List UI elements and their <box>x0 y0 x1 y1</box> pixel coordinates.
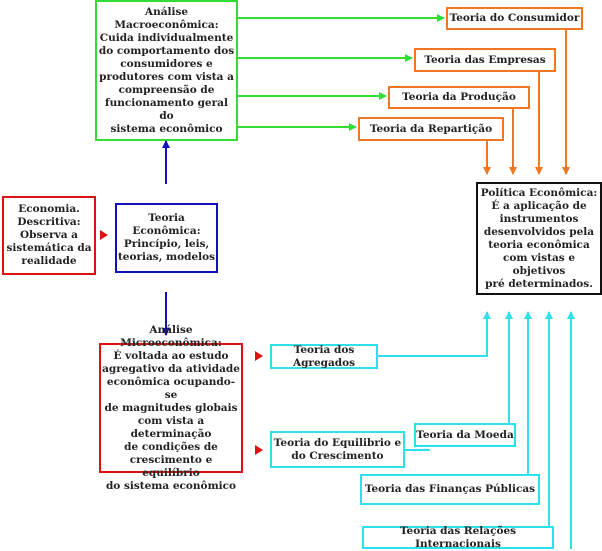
money-theory-label: Teoria da Moeda <box>416 428 514 441</box>
descriptive-economics-text: Economia. Descritiva: Observa a sistemát… <box>6 203 92 267</box>
economic-policy-text: Política Econômica: É a aplicação de ins… <box>480 186 598 290</box>
aggregates-theory-label: Teoria dos Agregados <box>292 343 356 369</box>
economic-theory-text: Teoria Econômica: Princípio, leis, teori… <box>117 212 216 263</box>
descriptive-economics-box: Economia. Descritiva: Observa a sistemát… <box>2 196 96 275</box>
distribution-theory-box: Teoria da Repartição <box>358 117 504 141</box>
firms-theory-box: Teoria das Empresas <box>414 48 556 72</box>
aggregates-theory-box: Teoria dos Agregados <box>270 344 378 369</box>
macroeconomic-analysis-text: Análise Macroeconômica: Cuida individual… <box>98 5 235 135</box>
money-theory-box: Teoria da Moeda <box>414 423 516 447</box>
economic-policy-box: Política Econômica: É a aplicação de ins… <box>476 182 602 295</box>
macroeconomic-analysis-box: Análise Macroeconômica: Cuida individual… <box>95 0 238 141</box>
consumer-theory-box: Teoria do Consumidor <box>446 7 583 30</box>
distribution-theory-label: Teoria da Repartição <box>369 122 493 135</box>
red-pointer-equilibrio <box>255 445 263 455</box>
red-pointer-economia <box>100 230 108 240</box>
international-relations-theory-label: Teoria das Relações Internacionais <box>399 524 517 550</box>
consumer-theory-label: Teoria do Consumidor <box>449 12 580 24</box>
arrow-agregados-politica <box>378 311 491 357</box>
production-theory-box: Teoria da Produção <box>388 86 530 109</box>
firms-theory-label: Teoria das Empresas <box>424 53 546 66</box>
production-theory-label: Teoria da Produção <box>402 91 516 103</box>
microeconomic-analysis-box: Análise Microeconômica: É voltada ao est… <box>99 324 243 492</box>
equilibrium-growth-theory-text: Teoria do Equilibrio e do Crescimento <box>273 436 402 462</box>
public-finance-theory-label: Teoria das Finanças Públicas <box>364 483 536 495</box>
equilibrium-growth-theory-box: Teoria do Equilibrio e do Crescimento <box>270 431 405 468</box>
international-relations-theory-box: Teoria das Relações Internacionais <box>362 524 554 550</box>
red-pointer-agregados <box>255 351 263 361</box>
public-finance-theory-box: Teoria das Finanças Públicas <box>360 474 540 505</box>
microeconomic-analysis-text: Análise Microeconômica: É voltada ao est… <box>102 323 240 492</box>
economic-theory-box: Teoria Econômica: Princípio, leis, teori… <box>115 203 218 273</box>
